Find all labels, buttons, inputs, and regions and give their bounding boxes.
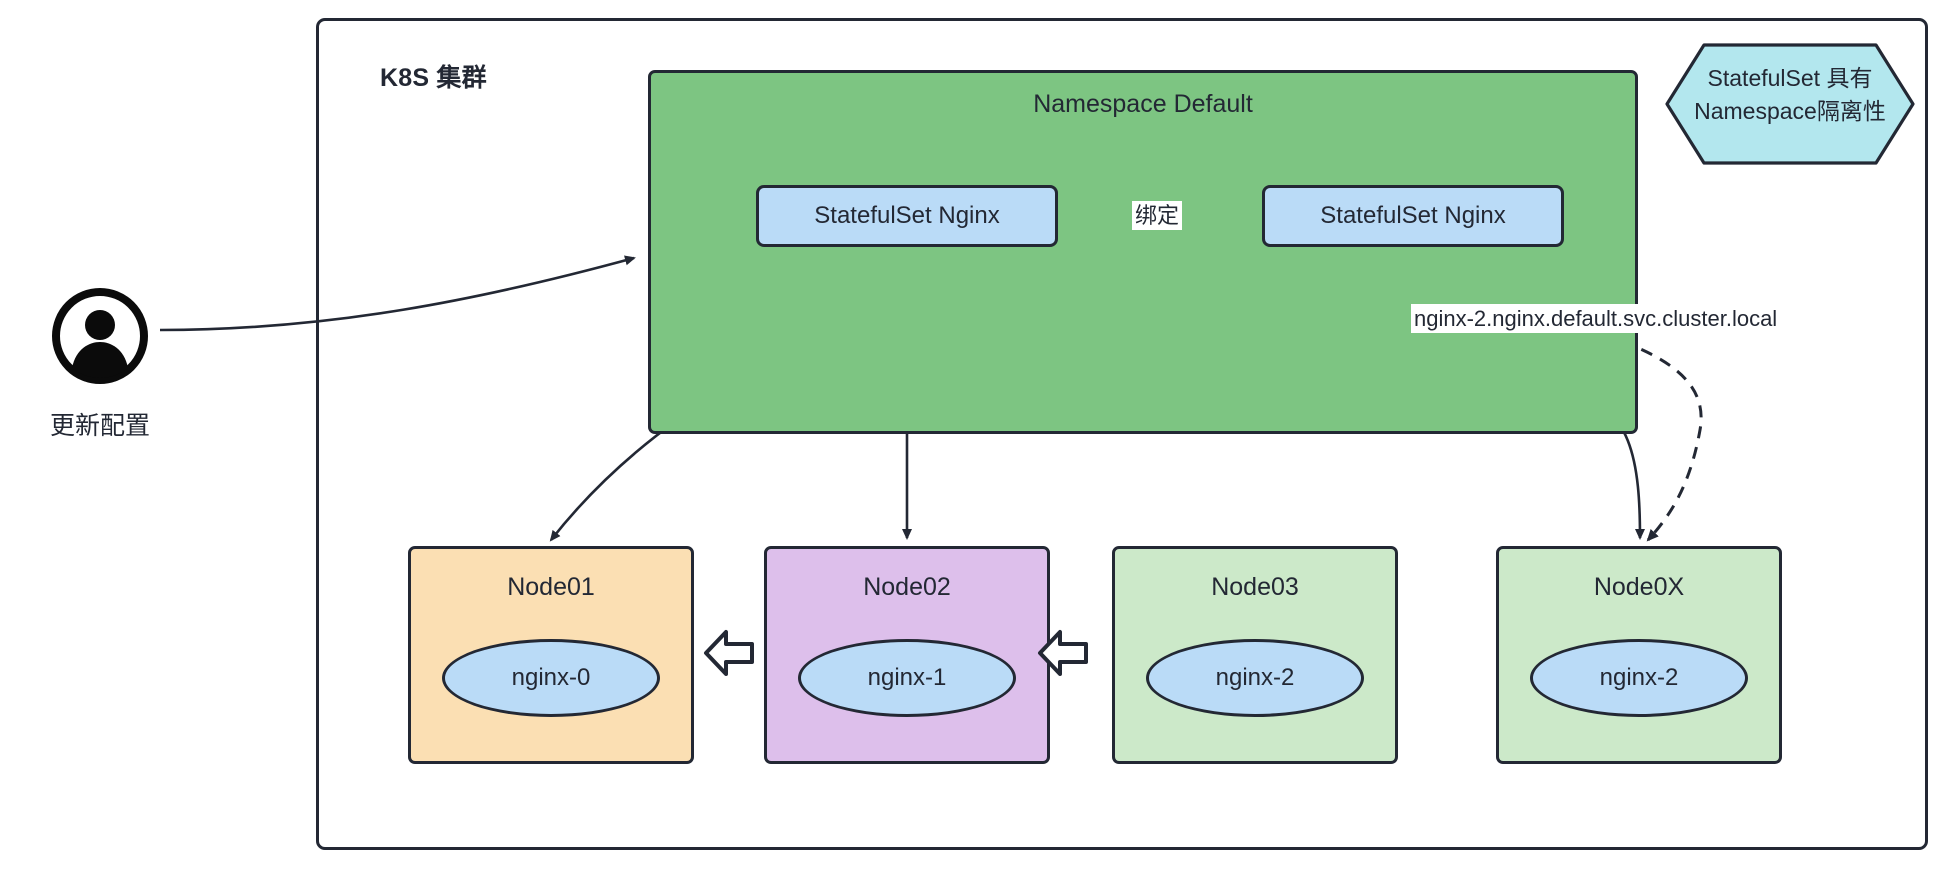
edge-label-bind: 绑定	[1132, 201, 1183, 231]
rolling-update-arrow-left	[704, 630, 754, 676]
namespace-title: Namespace Default	[1033, 90, 1253, 118]
node-box-node01[interactable]: Node01 nginx-0	[408, 546, 694, 764]
user-icon	[52, 288, 148, 384]
edge-label-fqdn: nginx-2.nginx.default.svc.cluster.local	[1411, 304, 1781, 334]
pod-nginx-1[interactable]: nginx-1	[798, 639, 1016, 717]
statefulset-nginx-left[interactable]: StatefulSet Nginx	[756, 185, 1058, 247]
node-box-node02[interactable]: Node02 nginx-1	[764, 546, 1050, 764]
node-title: Node0X	[1593, 573, 1685, 601]
node-title: Node03	[1211, 573, 1299, 601]
node-box-node03[interactable]: Node03 nginx-2	[1112, 546, 1398, 764]
namespace-default-box	[648, 70, 1638, 434]
note-line-2: Namespace隔离性	[1694, 97, 1886, 124]
note-line-1: StatefulSet 具有	[1707, 65, 1873, 91]
statefulset-nginx-right[interactable]: StatefulSet Nginx	[1262, 185, 1564, 247]
node-box-node0x[interactable]: Node0X nginx-2	[1496, 546, 1782, 764]
pod-nginx-2-node0x[interactable]: nginx-2	[1530, 639, 1748, 717]
node-title: Node01	[507, 573, 595, 601]
note-text: StatefulSet 具有 Namespace隔离性	[1664, 62, 1916, 127]
pod-nginx-2-node03[interactable]: nginx-2	[1146, 639, 1364, 717]
k8s-cluster-frame	[316, 18, 1928, 850]
cluster-title: K8S 集群	[380, 64, 487, 92]
node-title: Node02	[863, 573, 951, 601]
rolling-update-arrow-right	[1038, 630, 1088, 676]
note-hexagon	[1665, 43, 1915, 165]
pod-nginx-0[interactable]: nginx-0	[442, 639, 660, 717]
actor-label: 更新配置	[49, 412, 150, 440]
